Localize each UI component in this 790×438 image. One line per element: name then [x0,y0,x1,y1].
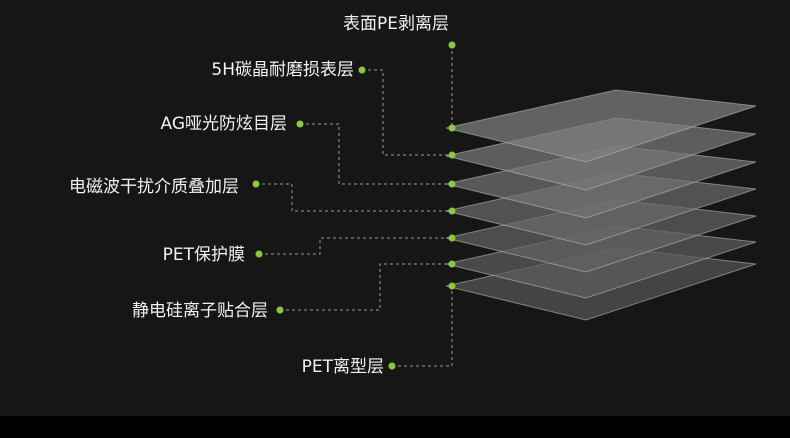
leader-line [362,69,452,156]
bottom-bar [0,416,790,438]
leader-line [256,183,452,212]
layer-label-pet-release: PET离型层 [301,357,384,377]
layer-label-pe-peel: 表面PE剥离层 [343,14,449,34]
leader-line [280,263,452,311]
diagram-canvas [252,41,757,370]
layer-label-pet-protect: PET保护膜 [162,245,245,265]
leader-line [259,237,452,255]
layer-label-emi: 电磁波干扰介质叠加层 [69,177,239,197]
leader-dot [448,151,456,159]
leader-dot [276,306,284,314]
leader-dot [448,282,456,290]
leader-dot [448,234,456,242]
layer-sheet [445,89,757,163]
leader-dot [448,207,456,215]
leader-dot [448,124,456,132]
leader-line [300,123,452,185]
layer-label-5h-carbon: 5H碳晶耐磨损表层 [211,60,354,80]
leader-dot [388,362,396,370]
layer-sheets [445,89,757,321]
leader-dot [252,180,260,188]
leader-dot [296,120,304,128]
layer-stack-diagram: 表面PE剥离层 5H碳晶耐磨损表层 AG哑光防炫目层 电磁波干扰介质叠加层 PE… [0,0,790,416]
leader-dot [448,180,456,188]
leader-line [392,286,453,367]
leader-dot [448,260,456,268]
leader-dot [448,41,456,49]
layer-label-ag-matte: AG哑光防炫目层 [160,114,287,134]
leader-dot [255,250,263,258]
leader-lines [252,41,456,370]
layer-label-static-silicone: 静电硅离子贴合层 [132,301,268,321]
leader-dot [358,66,366,74]
